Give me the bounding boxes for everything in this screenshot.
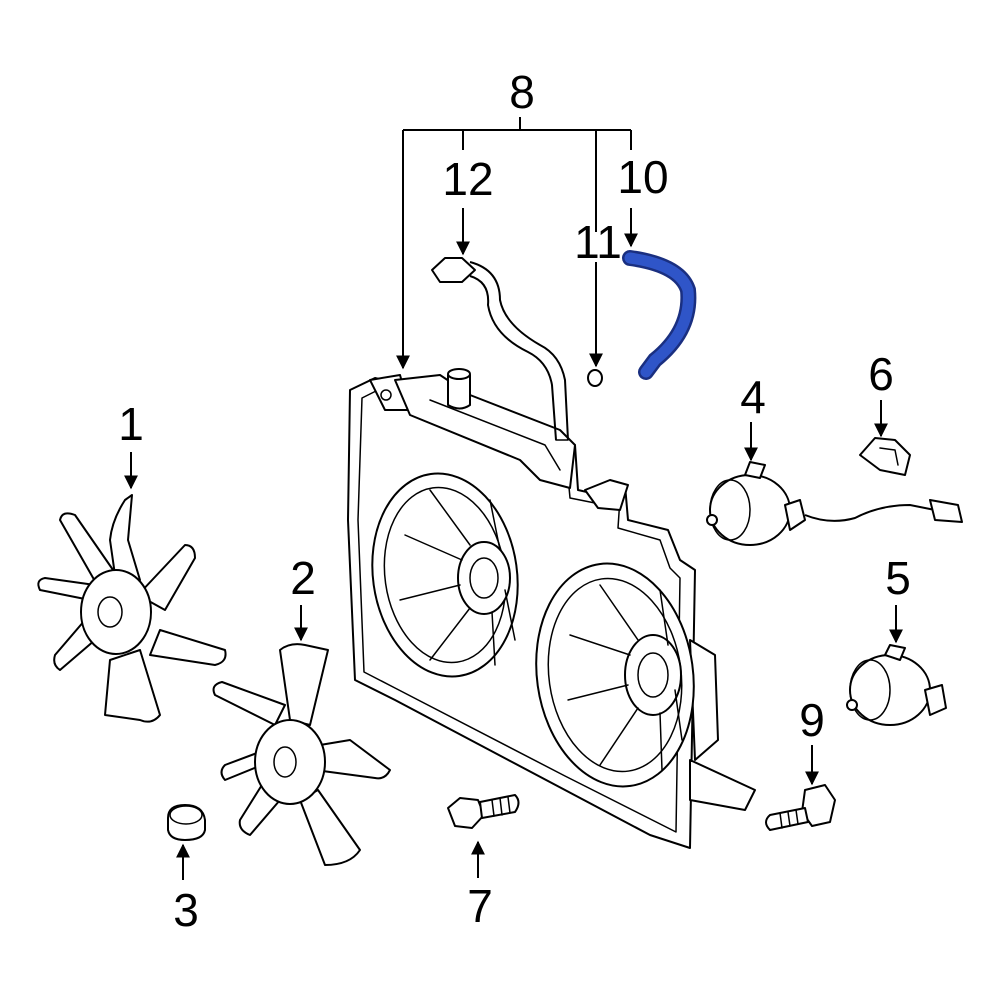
fan-shroud[interactable]	[347, 368, 756, 849]
callout-11: 11	[574, 216, 622, 268]
callout-8: 8	[509, 66, 535, 118]
mounting-bolt[interactable]	[447, 794, 520, 829]
hose-clamp[interactable]	[587, 369, 603, 387]
leader-lines	[124, 117, 903, 880]
callout-6: 6	[868, 348, 894, 400]
callout-1: 1	[118, 398, 144, 450]
mounting-bolt-2[interactable]	[765, 784, 836, 831]
callout-9: 9	[799, 694, 825, 746]
fan-blade-right[interactable]	[212, 643, 391, 866]
fan-motor[interactable]	[846, 644, 947, 726]
radiator-hose-highlighted[interactable]	[622, 250, 697, 380]
callout-12: 12	[442, 153, 493, 205]
callout-labels: 1 2 3 4 5 6 7 8 9 10 11 12	[118, 66, 911, 936]
callout-4: 4	[740, 371, 766, 423]
callout-5: 5	[885, 552, 911, 604]
fan-blade-left[interactable]	[37, 494, 227, 723]
callout-2: 2	[290, 552, 316, 604]
fan-motor-with-harness[interactable]	[706, 461, 963, 546]
connector[interactable]	[859, 437, 911, 476]
fan-nut-cap[interactable]	[167, 804, 206, 841]
callout-7: 7	[467, 880, 493, 932]
overflow-hose[interactable]	[431, 257, 569, 441]
callout-3: 3	[173, 884, 199, 936]
callout-10: 10	[617, 151, 668, 203]
